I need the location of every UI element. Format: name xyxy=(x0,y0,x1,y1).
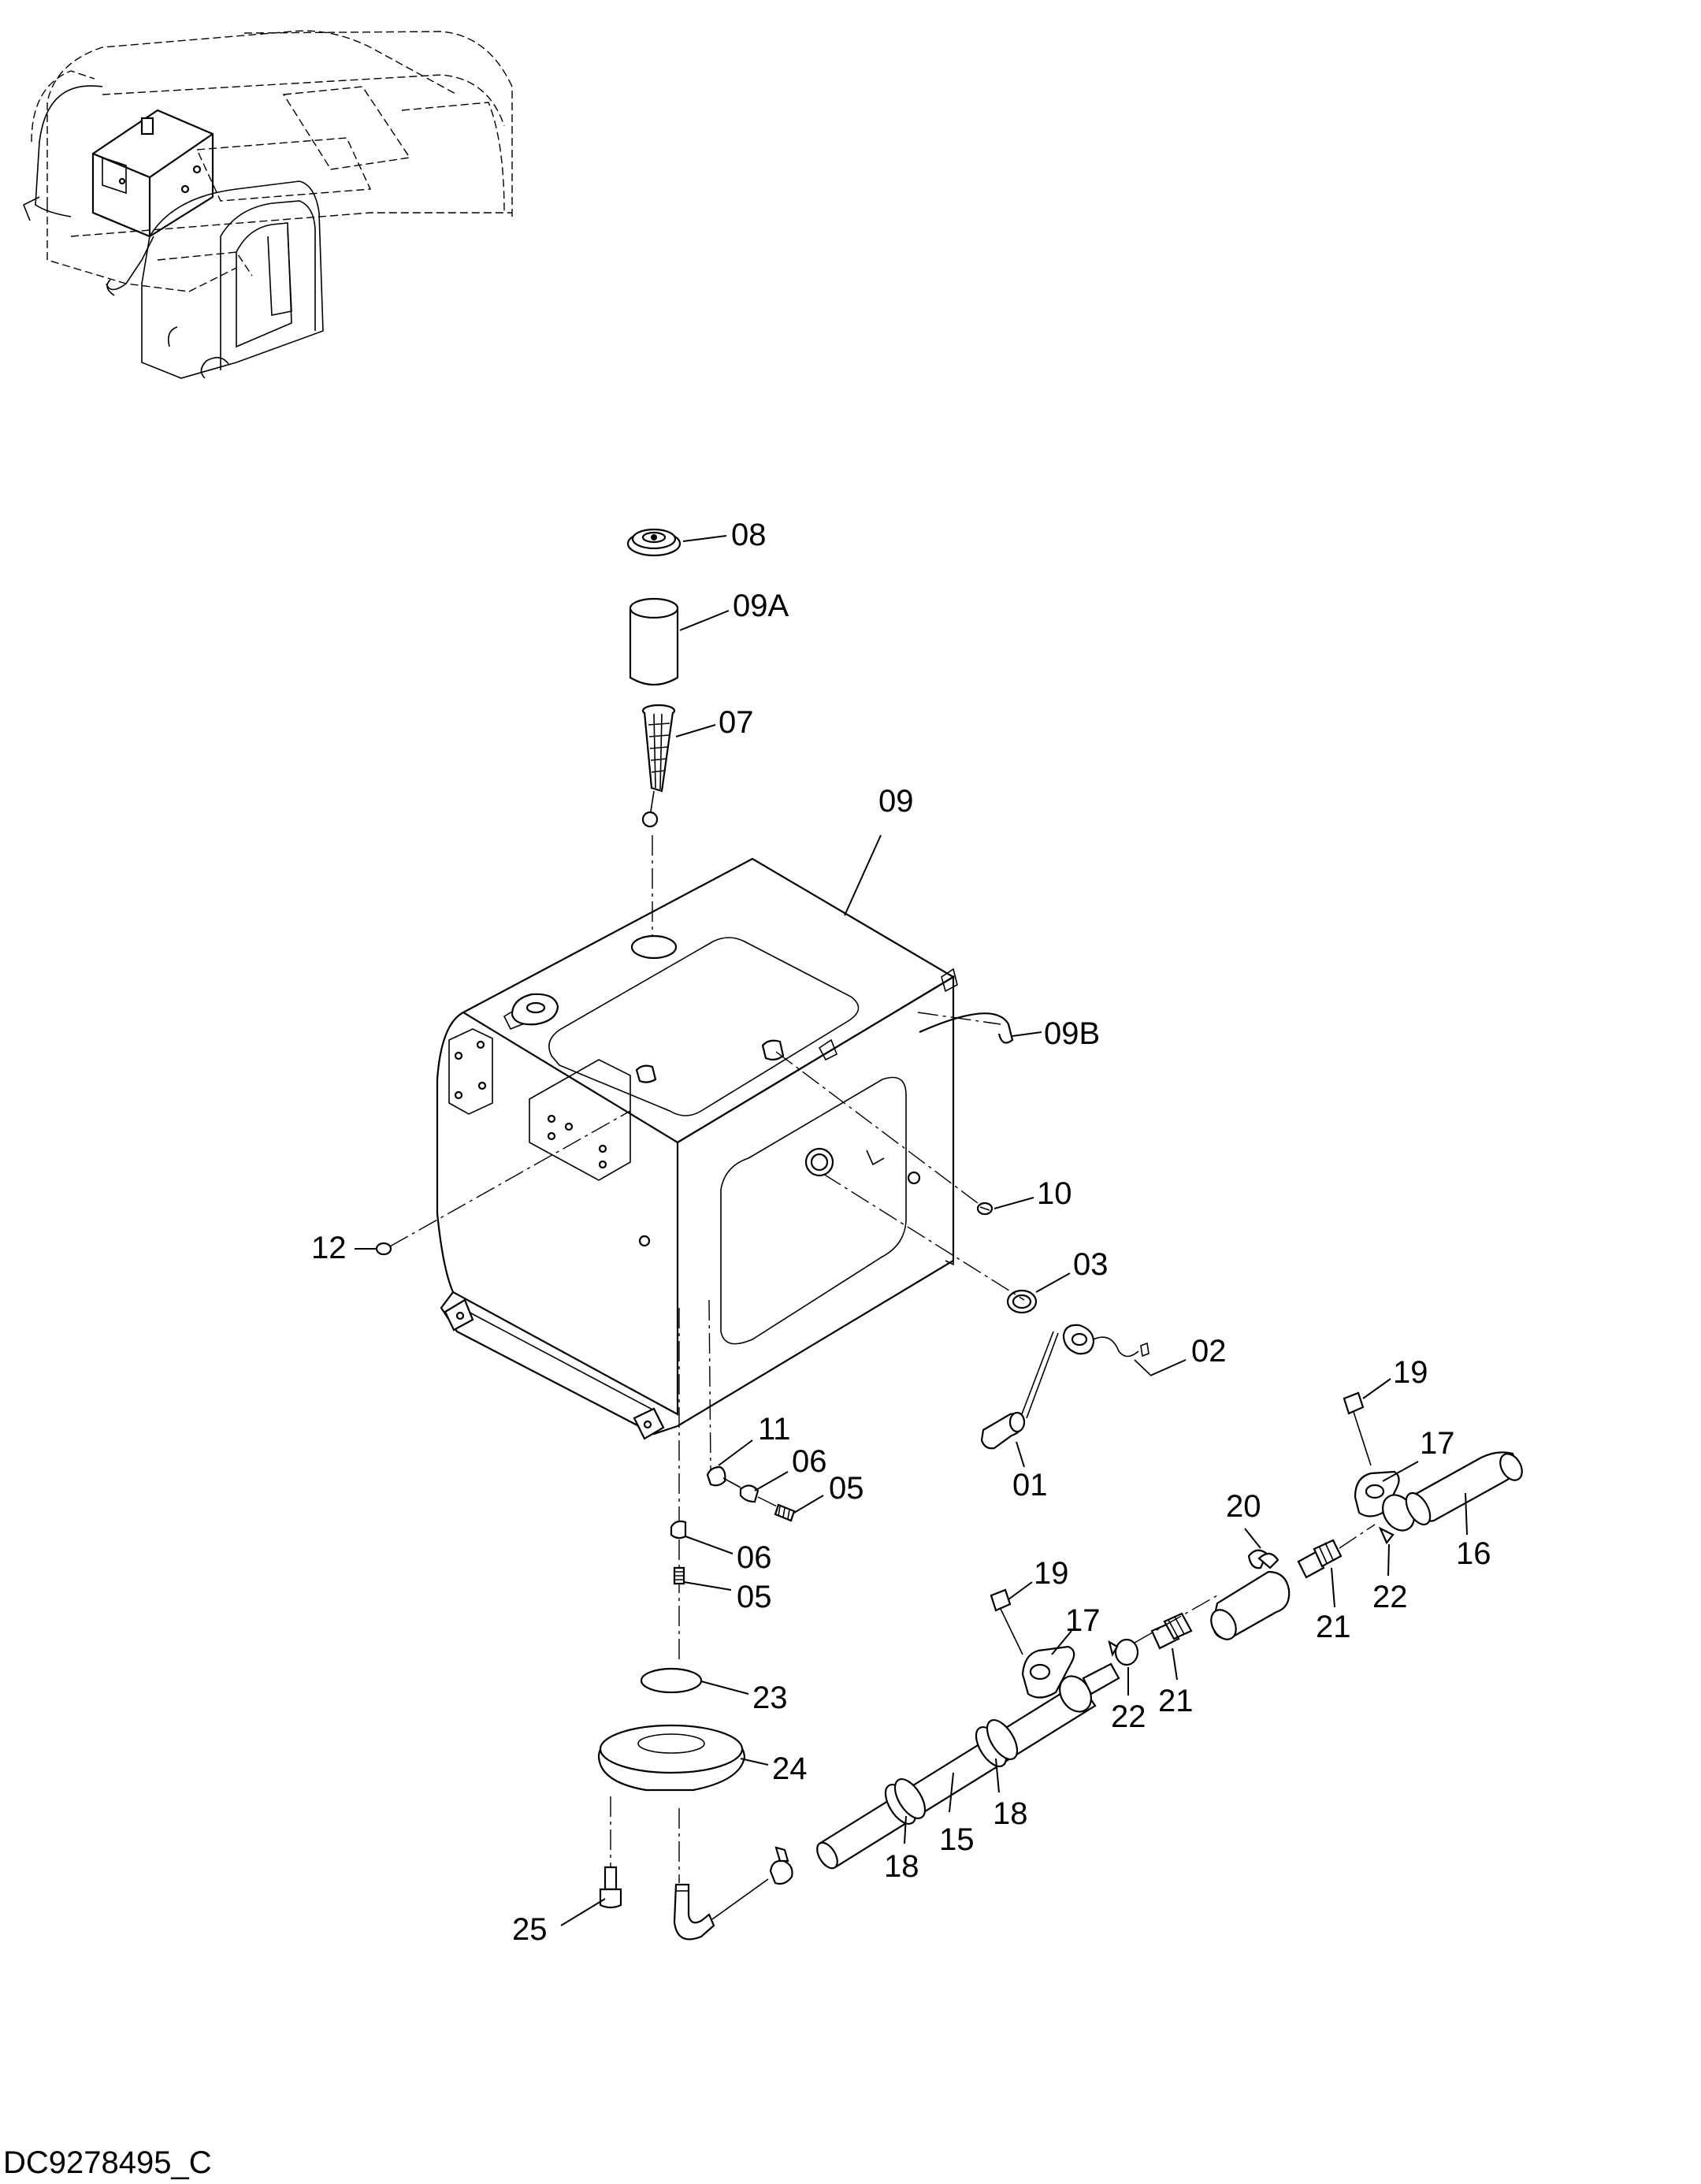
drain-hose-link xyxy=(711,1878,769,1920)
locator-cab xyxy=(141,180,324,379)
hose-centerline-b xyxy=(1339,1524,1376,1549)
callout-09b: 09B xyxy=(1044,1016,1100,1051)
centerline-12 xyxy=(389,1110,631,1247)
level-sender-02 xyxy=(1019,1324,1151,1419)
callout-09: 09 xyxy=(878,784,914,819)
callout-11: 11 xyxy=(758,1412,791,1447)
clamp-small xyxy=(769,1846,793,1885)
callout-01: 01 xyxy=(1012,1468,1048,1502)
callout-05b: 05 xyxy=(737,1580,772,1614)
filler-cylinder xyxy=(629,597,679,685)
hose-16 xyxy=(1405,1451,1523,1526)
bolt-25 xyxy=(599,1866,622,1909)
centerline-05a xyxy=(757,1496,781,1509)
strainer xyxy=(641,704,676,828)
fitting-05a xyxy=(774,1503,796,1522)
drain-valve-11 xyxy=(706,1465,741,1488)
callout-20: 20 xyxy=(1226,1489,1261,1524)
plug-12 xyxy=(375,1242,392,1256)
centerline-09b xyxy=(917,1012,1001,1025)
elbow-06b xyxy=(670,1520,687,1540)
elbow-06a xyxy=(739,1484,760,1503)
gasket-03 xyxy=(1006,1289,1038,1314)
callout-02: 02 xyxy=(1191,1334,1227,1369)
leader-lines xyxy=(355,535,1468,1926)
callout-12: 12 xyxy=(311,1231,347,1265)
document-code: DC9278495_C xyxy=(3,2145,212,2180)
callout-17a: 17 xyxy=(1420,1426,1455,1461)
gasket-23 xyxy=(640,1667,703,1694)
centerline-10 xyxy=(775,1051,982,1206)
locator-fuel-tank-highlight xyxy=(91,109,214,296)
callout-05a: 05 xyxy=(829,1471,864,1506)
centerline-11 xyxy=(708,1299,711,1470)
cover-plate-24 xyxy=(597,1724,746,1792)
callout-06b: 06 xyxy=(737,1540,772,1575)
connector-21b xyxy=(1150,1612,1193,1650)
plug-10 xyxy=(976,1202,993,1216)
callout-21a: 21 xyxy=(1316,1610,1351,1644)
clip-22a xyxy=(1378,1526,1395,1545)
hose-centerline xyxy=(1134,1595,1218,1644)
callout-21b: 21 xyxy=(1158,1684,1194,1718)
callout-25: 25 xyxy=(512,1912,548,1947)
bolt-19b xyxy=(990,1588,1023,1655)
callout-10: 10 xyxy=(1037,1176,1072,1211)
callout-16: 16 xyxy=(1456,1536,1491,1571)
callout-03: 03 xyxy=(1073,1247,1109,1282)
callout-06a: 06 xyxy=(792,1444,827,1479)
fuel-tank xyxy=(436,857,958,1440)
callout-08: 08 xyxy=(731,518,767,552)
callout-labels: 08 09A 07 09 09B 10 12 03 02 19 17 16 22… xyxy=(311,518,1491,1947)
callout-18b: 18 xyxy=(993,1796,1028,1831)
clip-22b xyxy=(1108,1638,1139,1666)
sleeve-18a xyxy=(884,1778,927,1825)
callout-22b: 22 xyxy=(1111,1699,1146,1734)
callout-19a: 19 xyxy=(1393,1355,1428,1390)
callout-19b: 19 xyxy=(1034,1556,1069,1591)
connector-21a xyxy=(1297,1539,1343,1579)
fuel-cap xyxy=(626,528,682,557)
callout-24: 24 xyxy=(772,1751,808,1786)
callout-15: 15 xyxy=(939,1822,975,1857)
float-01 xyxy=(980,1411,1026,1450)
callout-23: 23 xyxy=(752,1681,788,1715)
drain-elbow xyxy=(673,1883,715,1941)
filter-20 xyxy=(1210,1549,1291,1640)
callout-17b: 17 xyxy=(1065,1603,1101,1638)
callout-18a: 18 xyxy=(884,1849,919,1884)
bolt-19a xyxy=(1343,1391,1372,1466)
clamp-17b xyxy=(1021,1645,1120,1713)
callout-07: 07 xyxy=(719,705,754,740)
hose-15 xyxy=(816,1681,1097,1870)
centerline-03 xyxy=(823,1173,1025,1301)
callout-22a: 22 xyxy=(1372,1580,1408,1614)
locator-machine-outline xyxy=(22,30,513,292)
bracket-09b xyxy=(919,1012,1014,1044)
sleeve-18b xyxy=(975,1719,1019,1767)
fitting-05b xyxy=(673,1566,685,1585)
callout-09a: 09A xyxy=(733,589,789,623)
